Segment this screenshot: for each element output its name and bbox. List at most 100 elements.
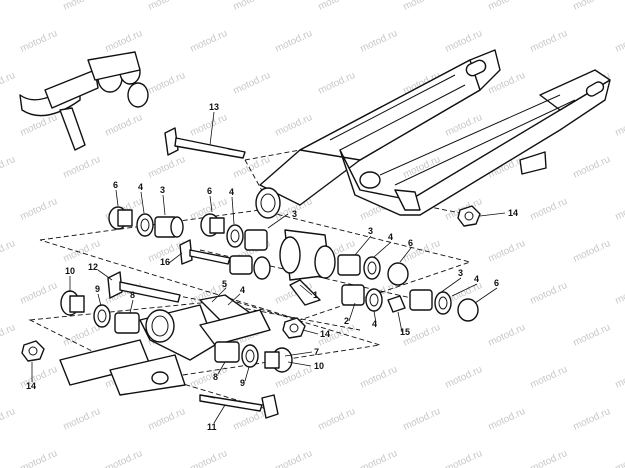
watermark-text: motod.ru [62,406,102,433]
watermark-text: motod.ru [104,112,144,139]
watermark-text: motod.ru [0,154,17,181]
watermark-text: motod.ru [444,448,484,468]
watermark-text: motod.ru [529,364,569,391]
callout-8: 8 [130,290,135,300]
watermark-text: motod.ru [487,322,527,349]
watermark-text: motod.ru [62,154,102,181]
watermark-text: motod.ru [529,196,569,223]
lower-frame-stub [59,339,186,396]
watermark-text: motod.ru [572,0,612,13]
watermark-text: motod.ru [529,280,569,307]
watermark-text: motod.ru [487,238,527,265]
callout-4: 4 [229,187,234,197]
watermark-text: motod.ru [62,0,102,13]
watermark-text: motod.ru [317,70,357,97]
watermark-text: motod.ru [359,448,399,468]
callout-14: 14 [320,329,330,339]
watermark-text: motod.ru [572,406,612,433]
watermark-text: motod.ru [0,238,17,265]
watermark-text: motod.ru [19,196,59,223]
callout-15: 15 [400,327,410,337]
bolt-and-bushings-16 [179,239,271,280]
watermark-text: motod.ru [572,322,612,349]
callout-14: 14 [508,208,518,218]
watermark-text: motod.ru [614,196,625,223]
callout-9: 9 [240,378,245,388]
nuts [21,205,481,362]
callout-4: 4 [388,232,393,242]
frame-mount-detail [19,51,149,151]
watermark-text: motod.ru [614,112,625,139]
callout-12: 12 [88,262,98,272]
callout-11: 11 [207,422,217,432]
callout-4: 4 [240,285,245,295]
callout-4: 4 [372,319,377,329]
pivot-bolt [164,127,246,159]
link-assembly [107,271,271,361]
watermark-text: motod.ru [402,0,442,13]
bushing-group-upper-left [108,206,184,238]
callout-8: 8 [213,372,218,382]
leader-lines [31,111,506,424]
watermark-text: motod.ru [529,448,569,468]
watermark-text: motod.ru [19,448,59,468]
watermark-text: motod.ru [317,0,357,13]
watermark-text: motod.ru [189,28,229,55]
watermark-text: motod.ru [529,28,569,55]
watermark-text: motod.ru [614,364,625,391]
callout-2: 2 [344,316,349,326]
bushing-group-lower-right [214,341,293,373]
watermark-text: motod.ru [104,448,144,468]
watermark-text: motod.ru [232,154,272,181]
watermark-text: motod.ru [487,0,527,13]
watermark-text: motod.ru [444,112,484,139]
watermark-text: motod.ru [189,448,229,468]
watermark-text: motod.ru [147,0,187,13]
callout-6: 6 [408,238,413,248]
callout-7: 7 [314,347,319,357]
callout-14: 14 [26,381,36,391]
watermark-text: motod.ru [572,238,612,265]
callout-6: 6 [113,180,118,190]
watermark-text: motod.ru [359,364,399,391]
callout-4: 4 [474,274,479,284]
watermark-text: motod.ru [232,70,272,97]
watermark-text: motod.ru [444,28,484,55]
watermark-text: motod.ru [189,364,229,391]
callout-5: 5 [222,279,227,289]
watermark-text: motod.ru [614,280,625,307]
swingarm [255,49,611,306]
watermark-text: motod.ru [402,154,442,181]
watermark-text: motod.ru [189,112,229,139]
callout-1: 1 [313,290,318,300]
watermark-text: motod.ru [19,364,59,391]
callout-4: 4 [138,182,143,192]
callout-3: 3 [292,209,297,219]
watermark-text: motod.ru [274,28,314,55]
watermark-text: motod.ru [0,406,17,433]
callout-10: 10 [65,266,75,276]
watermark-text: motod.ru [0,70,17,97]
watermark-text: motod.ru [402,406,442,433]
watermark-text: motod.ru [0,0,17,13]
watermark-text: motod.ru [147,406,187,433]
watermark-text: motod.ru [19,28,59,55]
watermark-text: motod.ru [487,406,527,433]
callout-16: 16 [160,257,170,267]
callout-6: 6 [494,278,499,288]
watermark-text: motod.ru [232,0,272,13]
watermark-text: motod.ru [359,28,399,55]
watermark-text: motod.ru [62,322,102,349]
callout-labels: 6 4 3 6 4 3 13 14 3 4 6 3 4 6 16 12 10 5… [26,102,518,432]
watermark-text: motod.ru [572,154,612,181]
lower-bolt [199,394,279,419]
watermark-text: motod.ru [614,448,625,468]
callout-3: 3 [368,226,373,236]
bushing-group-right [337,254,479,322]
watermark-text: motod.ru [444,364,484,391]
callout-13: 13 [209,102,219,112]
callout-9: 9 [95,284,100,294]
watermark-text: motod.ru [19,280,59,307]
watermark-text: motod.ru [147,70,187,97]
